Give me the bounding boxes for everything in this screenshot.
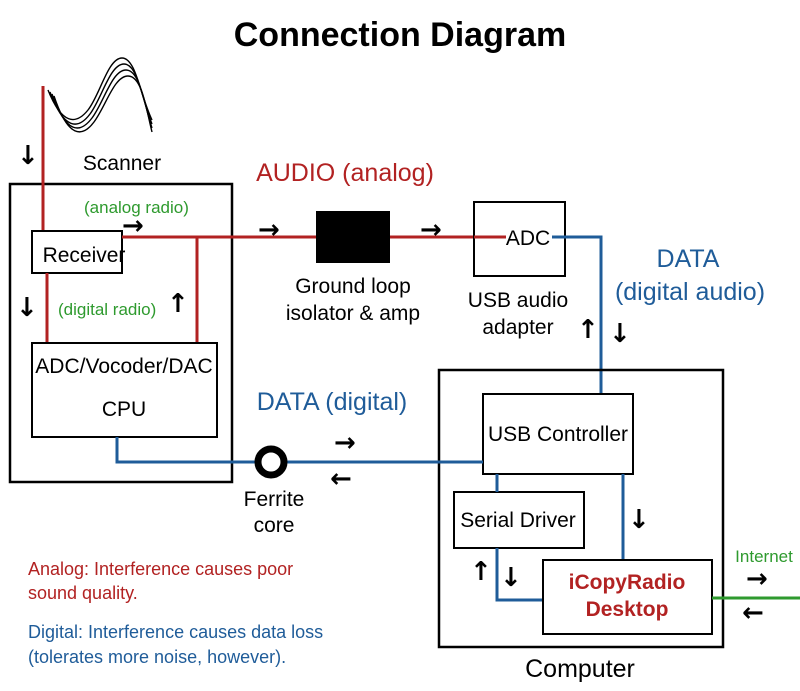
receiver-box (31, 230, 123, 274)
audio-right-arrow-2-icon: → (420, 215, 442, 245)
computer-box (437, 368, 725, 649)
usb-controller-box (482, 393, 634, 475)
processor-box (31, 342, 218, 438)
adc-caption-line2: adapter (482, 316, 553, 339)
app-label-line1: iCopyRadio (569, 571, 686, 594)
app-box (542, 559, 713, 635)
audio-right-arrow-1-icon: → (258, 215, 280, 245)
digital-up-arrow-icon: ↑ (167, 289, 189, 319)
antenna-down-arrow-icon: ↓ (17, 141, 39, 171)
adc-box (473, 201, 566, 277)
internet-label: Internet (735, 547, 793, 566)
data-audio-label-line2: (digital audio) (615, 278, 765, 306)
ferrite-label-line2: core (254, 514, 295, 537)
serial-driver-label: Serial Driver (460, 509, 576, 532)
ferrite-label-line1: Ferrite (244, 488, 305, 511)
scanner-box (8, 182, 234, 484)
serial-driver-box (453, 491, 585, 549)
analog-note-line1: Analog: Interference causes poor (28, 559, 293, 579)
data-digital-right-arrow-icon: → (334, 428, 356, 458)
digital-note-line2: (tolerates more noise, however). (28, 647, 286, 667)
digital-radio-label: (digital radio) (58, 300, 156, 319)
data-digital-label: DATA (digital) (257, 388, 408, 416)
scanner-label: Scanner (83, 152, 161, 175)
usb-controller-label: USB Controller (488, 423, 628, 446)
data-digital-left-arrow-icon: ← (330, 464, 352, 494)
digital-down-arrow-icon: ↓ (16, 293, 38, 323)
radio-wave-icon (47, 57, 153, 133)
analog-radio-label: (analog radio) (84, 198, 189, 217)
data-audio-down-arrow-icon: ↓ (609, 319, 631, 349)
adc-caption-line1: USB audio (468, 289, 568, 312)
computer-label: Computer (525, 655, 635, 683)
diagram-title: Connection Diagram (234, 16, 566, 54)
ferrite-core-icon (254, 445, 288, 479)
serial-up-arrow-icon: ↑ (470, 557, 492, 587)
analog-right-arrow-icon: → (122, 211, 144, 241)
serial-to-app-line (495, 548, 543, 602)
receiver-label: Receiver (43, 244, 126, 267)
digital-audio-line (552, 235, 603, 408)
internet-right-arrow-icon: → (746, 564, 768, 594)
ground-loop-isolator (316, 211, 390, 263)
usb-app-down-arrow-icon: ↓ (628, 505, 650, 535)
adc-label: ADC (506, 227, 550, 250)
analog-note-line2: sound quality. (28, 583, 138, 603)
isolator-label-line1: Ground loop (295, 275, 411, 298)
processor-label-line2: CPU (102, 398, 146, 421)
isolator-label-line2: isolator & amp (286, 302, 420, 325)
audio-analog-label: AUDIO (analog) (256, 159, 434, 187)
data-audio-up-arrow-icon: ↑ (577, 315, 599, 345)
app-label-line2: Desktop (586, 598, 669, 621)
processor-label-line1: ADC/Vocoder/DAC (35, 355, 212, 378)
data-audio-label-line1: DATA (657, 245, 720, 273)
digital-data-line (115, 437, 483, 464)
serial-down-arrow-icon: ↓ (500, 563, 522, 593)
internet-left-arrow-icon: ← (742, 598, 764, 628)
digital-note-line1: Digital: Interference causes data loss (28, 622, 323, 642)
